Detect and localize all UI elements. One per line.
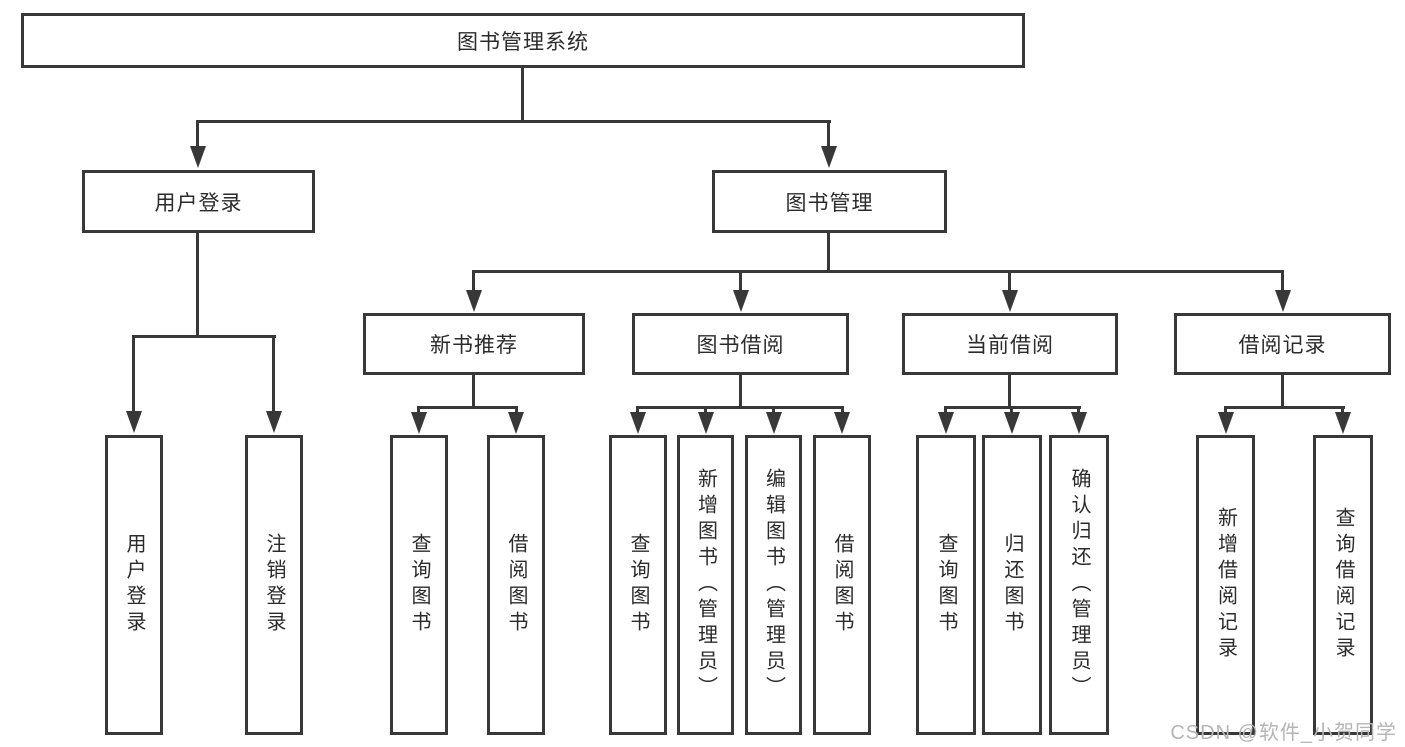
- leaf-br-query-record: 查询借阅记录: [1313, 435, 1373, 735]
- connector-cb-stem: [1008, 375, 1011, 409]
- connector-bookmgmt-hline: [472, 270, 1284, 273]
- connector-bb-drop-3: [772, 406, 775, 415]
- connector-nbr-stem: [472, 375, 475, 409]
- arrow-down-icon: [190, 146, 206, 168]
- leaf-cb-return-books-label: 归还图书: [1001, 533, 1023, 637]
- leaf-bb-edit-books-admin: 编辑图书（管理员）: [745, 435, 802, 735]
- leaf-br-query-record-label: 查询借阅记录: [1332, 507, 1354, 663]
- connector-cb-drop-3: [1077, 406, 1080, 415]
- node-book-management: 图书管理: [712, 170, 947, 233]
- leaf-cb-confirm-return-admin-label: 确认归还（管理员）: [1068, 468, 1090, 702]
- node-current-borrow-label: 当前借阅: [966, 334, 1054, 357]
- leaf-bb-edit-books-admin-label: 编辑图书（管理员）: [762, 468, 785, 702]
- arrow-down-icon: [1218, 412, 1234, 434]
- leaf-bb-query-books-label: 查询图书: [627, 533, 649, 637]
- node-borrow-records-label: 借阅记录: [1238, 334, 1327, 357]
- connector-userlogin-drop-2: [272, 335, 275, 413]
- leaf-bb-query-books: 查询图书: [609, 435, 667, 735]
- connector-root-stem: [521, 68, 524, 123]
- arrow-down-icon: [733, 290, 749, 312]
- arrow-down-icon: [698, 412, 714, 434]
- connector-bookmgmt-drop-3: [1008, 270, 1011, 292]
- arrow-down-icon: [266, 411, 282, 433]
- arrow-down-icon: [508, 412, 524, 434]
- node-borrow-records: 借阅记录: [1174, 313, 1391, 375]
- node-current-borrow: 当前借阅: [902, 313, 1118, 375]
- node-user-login-label: 用户登录: [154, 191, 243, 215]
- connector-bookmgmt-stem: [827, 233, 830, 273]
- leaf-bb-borrow-books-label: 借阅图书: [831, 533, 853, 637]
- arrow-down-icon: [126, 411, 142, 433]
- leaf-nbr-query-books: 查询图书: [390, 435, 448, 735]
- csdn-watermark: CSDN @软件_小贺同学: [1170, 722, 1397, 744]
- leaf-cb-return-books: 归还图书: [982, 435, 1042, 735]
- arrow-down-icon: [1335, 412, 1351, 434]
- connector-br-stem: [1281, 375, 1284, 409]
- connector-bookmgmt-drop-1: [472, 270, 475, 292]
- node-new-book-recommend-label: 新书推荐: [430, 334, 518, 357]
- leaf-logout: 注销登录: [245, 435, 303, 735]
- connector-userlogin-stem: [196, 233, 199, 338]
- arrow-down-icon: [1004, 412, 1020, 434]
- leaf-br-add-record: 新增借阅记录: [1196, 435, 1255, 735]
- leaf-nbr-query-books-label: 查询图书: [408, 533, 430, 637]
- connector-root-drop-left: [196, 120, 199, 148]
- arrow-down-icon: [630, 412, 646, 434]
- connector-cb-drop-2: [1010, 406, 1013, 415]
- leaf-user-login-label: 用户登录: [123, 533, 145, 637]
- connector-br-hline: [1224, 406, 1345, 409]
- connector-nbr-drop-2: [515, 406, 518, 415]
- connector-br-drop-2: [1341, 406, 1344, 415]
- node-new-book-recommend: 新书推荐: [363, 313, 585, 375]
- connector-bb-drop-4: [841, 406, 844, 415]
- connector-root-drop-right: [827, 120, 830, 148]
- arrow-down-icon: [938, 412, 954, 434]
- node-root: 图书管理系统: [21, 13, 1025, 68]
- node-book-borrow-label: 图书借阅: [696, 334, 785, 357]
- connector-cb-drop-1: [944, 406, 947, 415]
- connector-br-drop-1: [1224, 406, 1227, 415]
- arrow-down-icon: [1002, 290, 1018, 312]
- arrow-down-icon: [766, 412, 782, 434]
- arrow-down-icon: [466, 290, 482, 312]
- arrow-down-icon: [411, 412, 427, 434]
- leaf-cb-query-books-label: 查询图书: [935, 533, 957, 637]
- leaf-bb-borrow-books: 借阅图书: [813, 435, 871, 735]
- leaf-cb-confirm-return-admin: 确认归还（管理员）: [1049, 435, 1109, 735]
- connector-bookmgmt-drop-2: [739, 270, 742, 292]
- connector-nbr-hline: [417, 406, 518, 409]
- node-book-management-label: 图书管理: [785, 191, 874, 215]
- connector-bb-stem: [739, 375, 742, 409]
- arrow-down-icon: [1275, 290, 1291, 312]
- leaf-user-login: 用户登录: [105, 435, 163, 735]
- leaf-nbr-borrow-books-label: 借阅图书: [505, 533, 527, 637]
- arrow-down-icon: [1071, 412, 1087, 434]
- leaf-br-add-record-label: 新增借阅记录: [1214, 507, 1237, 663]
- connector-root-hline: [196, 120, 831, 123]
- arrow-down-icon: [821, 146, 837, 168]
- node-user-login: 用户登录: [82, 170, 315, 233]
- connector-nbr-drop-1: [417, 406, 420, 415]
- connector-bb-drop-1: [636, 406, 639, 415]
- leaf-bb-add-books-admin: 新增图书（管理员）: [677, 435, 734, 735]
- connector-bb-drop-2: [704, 406, 707, 415]
- leaf-nbr-borrow-books: 借阅图书: [487, 435, 545, 735]
- leaf-bb-add-books-admin-label: 新增图书（管理员）: [694, 468, 717, 702]
- node-book-borrow: 图书借阅: [632, 313, 849, 375]
- leaf-logout-label: 注销登录: [263, 533, 285, 637]
- connector-userlogin-drop-1: [132, 335, 135, 413]
- leaf-cb-query-books: 查询图书: [916, 435, 976, 735]
- connector-bb-hline: [636, 406, 844, 409]
- node-root-label: 图书管理系统: [457, 30, 589, 54]
- connector-bookmgmt-drop-4: [1281, 270, 1284, 292]
- connector-userlogin-hline: [132, 335, 276, 338]
- arrow-down-icon: [834, 412, 850, 434]
